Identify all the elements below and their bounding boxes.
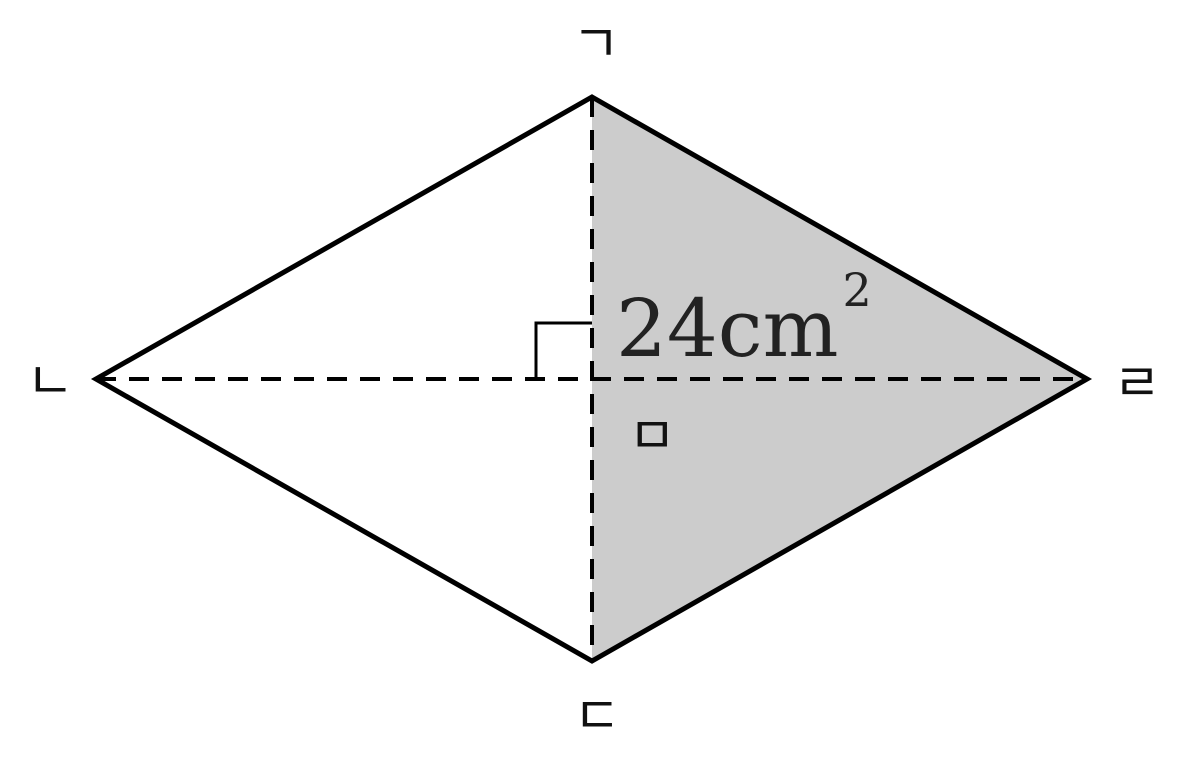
rhombus-outline xyxy=(90,94,1093,664)
vertex-label-bottom: ㄷ xyxy=(573,687,621,747)
vertex-label-top: ㄱ xyxy=(572,15,620,75)
area-unit: cm xyxy=(718,282,839,375)
area-value: 24 xyxy=(616,282,718,375)
vertex-label-center: ㅁ xyxy=(628,407,676,467)
vertex-label-left: ㄴ xyxy=(26,352,74,412)
area-label: 24cm2 xyxy=(616,263,872,375)
vertex-label-right: ㄹ xyxy=(1113,354,1161,414)
area-exponent: 2 xyxy=(842,263,871,317)
right-angle-mark xyxy=(534,321,592,379)
